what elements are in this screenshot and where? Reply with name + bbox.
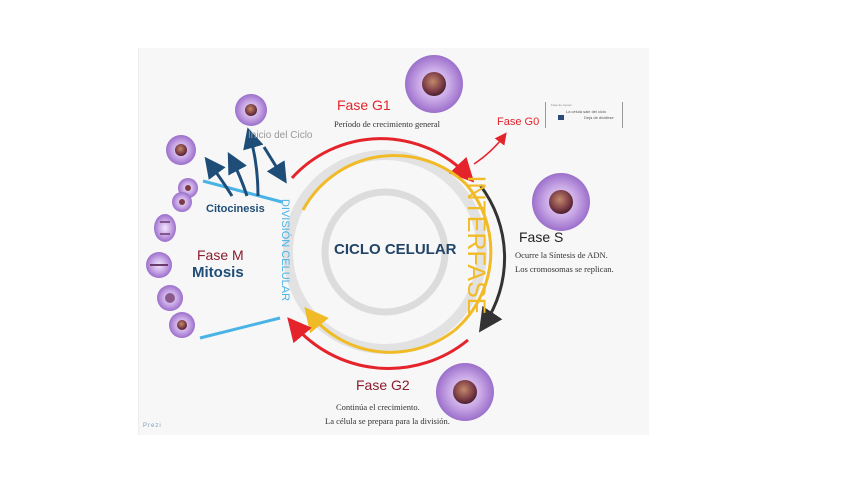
division-label: DIVISIÓN CELULAR xyxy=(279,199,292,301)
g0-note-line1: La célula sale del ciclo xyxy=(566,109,607,114)
inner-grey-ring xyxy=(321,188,449,316)
center-title: CICLO CELULAR xyxy=(334,241,457,258)
fase-m-title: Fase M xyxy=(197,247,244,263)
g0-note-icon xyxy=(558,115,564,120)
division-line-top xyxy=(202,179,283,204)
cell-prophase xyxy=(166,135,196,165)
g0-note-title: Fase de reposo xyxy=(551,103,572,107)
start-arrow-1 xyxy=(227,152,249,197)
g0-note-line2: Deja de dividirse xyxy=(584,115,614,120)
g1-arc xyxy=(290,137,475,183)
cell-telophase xyxy=(172,178,198,212)
inicio-label: Inicio del Ciclo xyxy=(248,130,313,141)
citocinesis-label: Citocinesis xyxy=(206,203,265,215)
slide-panel xyxy=(138,48,649,435)
prezi-logo: Prezi xyxy=(143,423,162,429)
start-arrow-3 xyxy=(243,127,264,197)
cell-s xyxy=(532,173,590,231)
g0-arrow xyxy=(473,132,507,165)
s-desc-2: Los cromosomas se replican. xyxy=(515,264,614,274)
division-line-bottom xyxy=(199,316,281,340)
g1-title: Fase G1 xyxy=(337,97,391,113)
g0-title: Fase G0 xyxy=(497,116,540,128)
cell-g1 xyxy=(405,55,463,113)
cell-start xyxy=(235,94,267,126)
mitosis-label: Mitosis xyxy=(192,264,244,281)
g0-note-box: Fase de reposo La célula sale del ciclo … xyxy=(545,102,623,128)
cell-metaphase xyxy=(146,252,172,278)
g2-desc-2: La célula se prepara para la división. xyxy=(325,416,450,426)
g1-desc: Período de crecimiento general xyxy=(334,119,440,129)
g2-desc-1: Continúa el crecimiento. xyxy=(336,402,420,412)
interfase-arc-right xyxy=(454,183,493,332)
g2-arc xyxy=(287,317,469,370)
start-arrow-4 xyxy=(262,146,287,184)
cell-interphase-small xyxy=(169,312,195,338)
cell-g2 xyxy=(436,363,494,421)
interfase-label: INTERFASE xyxy=(462,176,490,315)
s-arc xyxy=(478,184,507,333)
interfase-arc-top xyxy=(301,154,468,211)
cell-prometaphase xyxy=(157,285,183,311)
g2-inner-arc xyxy=(304,307,456,354)
cell-anaphase xyxy=(154,214,176,242)
start-arrow-2 xyxy=(204,156,234,197)
s-title: Fase S xyxy=(519,229,564,245)
s-desc-1: Ocurre la Síntesis de ADN. xyxy=(515,250,608,260)
g2-title: Fase G2 xyxy=(356,377,410,393)
